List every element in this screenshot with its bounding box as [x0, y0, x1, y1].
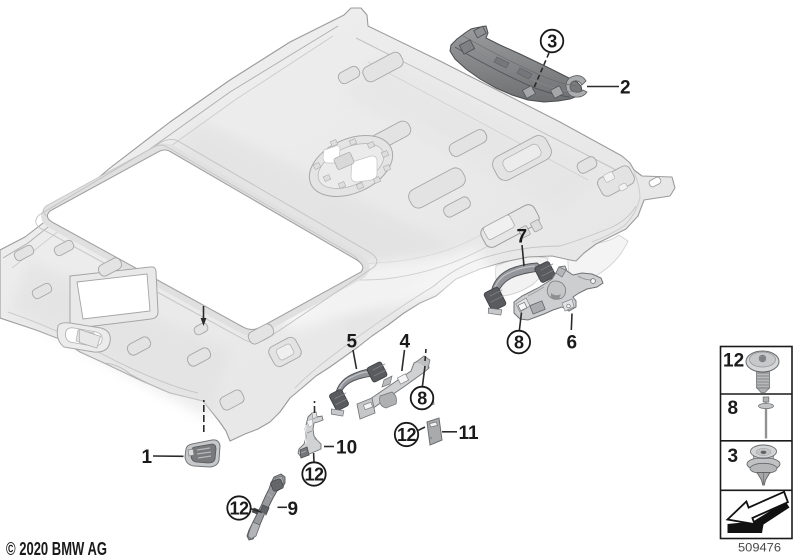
svg-text:6: 6: [567, 333, 578, 354]
svg-text:12: 12: [397, 425, 417, 445]
svg-text:509476: 509476: [738, 541, 781, 555]
svg-text:7: 7: [517, 227, 528, 248]
svg-text:8: 8: [728, 398, 739, 419]
svg-text:12: 12: [723, 351, 744, 372]
svg-text:1: 1: [142, 447, 153, 468]
svg-text:9: 9: [288, 499, 299, 520]
svg-text:2: 2: [620, 78, 631, 99]
svg-text:3: 3: [728, 446, 739, 467]
svg-text:8: 8: [417, 389, 427, 409]
svg-text:12: 12: [304, 465, 324, 485]
svg-text:11: 11: [459, 423, 480, 444]
svg-text:3: 3: [547, 32, 557, 52]
svg-text:© 2020 BMW AG: © 2020 BMW AG: [6, 539, 107, 559]
svg-text:5: 5: [347, 331, 358, 352]
svg-text:4: 4: [400, 331, 411, 352]
svg-text:12: 12: [229, 499, 249, 519]
svg-text:8: 8: [514, 333, 524, 353]
svg-text:10: 10: [336, 438, 357, 459]
